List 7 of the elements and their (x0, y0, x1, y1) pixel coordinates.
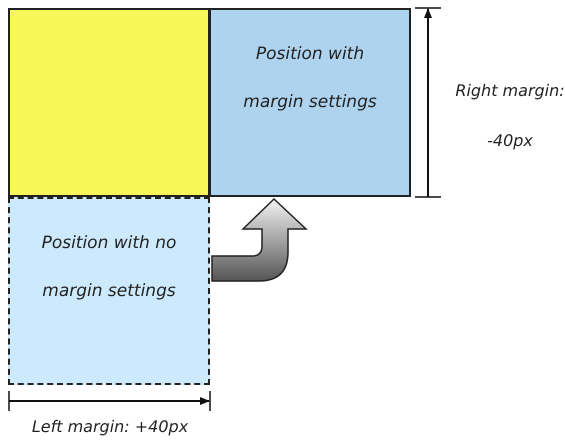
box-label: Position with margin settings (242, 43, 378, 114)
curved-arrow (211, 198, 307, 282)
position-box (8, 197, 210, 385)
box-label: Position with no margin settings (40, 232, 178, 303)
position-box (209, 8, 411, 197)
dimension-label: Left margin: +40px (30, 416, 190, 438)
dimension-label: Right margin: -40px (455, 80, 565, 152)
